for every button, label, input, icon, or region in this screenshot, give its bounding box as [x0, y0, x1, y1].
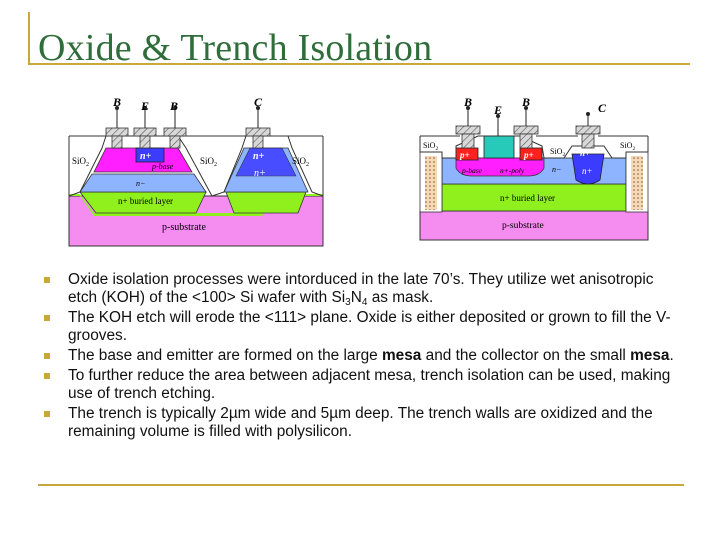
bullet-text: N [350, 289, 362, 306]
label-p-base: p-base [461, 166, 483, 175]
footer-divider [38, 484, 684, 486]
label-buried-layer: n+ buried layer [500, 193, 555, 203]
bullet-text: The trench is typically 2µm wide and 5µm… [68, 405, 653, 440]
terminal-label-collector: C [598, 101, 607, 115]
trench-isolation-diagram: B E B C SiO2 SiO2 SiO2 p+ p+ p-base n+-p… [419, 96, 649, 241]
label-collector-n: n+ [582, 166, 593, 176]
bullet-list: Oxide isolation processes were intorduce… [42, 271, 682, 443]
n-plus-poly-emitter [483, 135, 515, 159]
bullet-text: and the collector on the small [421, 347, 631, 364]
bullet-item: Oxide isolation processes were intorduce… [42, 271, 682, 308]
bold-term: mesa [630, 347, 670, 364]
bold-term: mesa [381, 347, 422, 364]
title-accent-bar [28, 12, 30, 64]
bullet-text: To further reduce the area between adjac… [68, 367, 671, 402]
label-sio2-mid: SiO2 [550, 147, 565, 158]
bullet-text: The KOH etch will erode the <111> plane.… [68, 309, 671, 344]
contact-base-left [455, 106, 481, 149]
collector-n-plus [235, 147, 297, 177]
terminal-label-emitter: E [493, 103, 502, 117]
label-sio2-left: SiO2 [72, 156, 89, 168]
label-substrate: p-substrate [502, 221, 544, 231]
trench-left-poly [425, 156, 437, 210]
label-sio2-right: SiO2 [620, 141, 635, 152]
bullet-text: Oxide isolation processes were intorduce… [68, 271, 654, 306]
terminal-label-collector: C [254, 96, 263, 109]
terminal-label-base-right: B [169, 99, 178, 113]
buried-layer-region [441, 183, 627, 212]
bullet-square-icon [44, 353, 50, 359]
buried-layer-left [69, 194, 323, 216]
bullet-text: . [669, 347, 674, 364]
oxide-outline [419, 135, 649, 159]
contact-collector [575, 112, 601, 149]
bullet-square-icon [44, 277, 50, 283]
slide-title: Oxide & Trench Isolation [38, 27, 433, 69]
bullet-item: The base and emitter are formed on the l… [42, 347, 682, 365]
label-p-plus-right: p+ [523, 150, 534, 160]
collector-n-plus [571, 153, 605, 185]
label-emitter-n-plus: n+ [140, 151, 152, 162]
label-sio2-right: SiO2 [292, 156, 309, 168]
bullet-square-icon [44, 411, 50, 417]
contact-emitter [496, 114, 500, 136]
n-minus-left-mesa [79, 173, 207, 193]
subscript: 4 [361, 297, 368, 308]
contact-base-right [163, 106, 187, 149]
terminal-label-base-left: B [463, 96, 472, 109]
label-p-base: p-base [151, 162, 174, 171]
bullet-text: as mask. [367, 289, 434, 306]
label-p-plus-left: p+ [459, 150, 470, 160]
label-sio2-mid: SiO2 [200, 156, 217, 168]
label-collector-contact: n+ [253, 151, 265, 162]
label-collector-contact: n+ [580, 148, 590, 158]
trench-right-poly [631, 156, 643, 210]
terminal-label-base-left: B [112, 96, 121, 109]
contact-base-right [513, 106, 539, 149]
label-sio2-left: SiO2 [423, 141, 438, 152]
label-collector-n: n+ [254, 168, 266, 179]
label-n-minus: n− [552, 165, 561, 174]
terminal-label-emitter: E [140, 99, 149, 113]
buried-layer-right [225, 191, 307, 214]
label-n-minus: n− [136, 179, 145, 188]
label-substrate: p-substrate [162, 222, 206, 233]
substrate-region [419, 210, 649, 241]
oxide-isolation-diagram: B E B C SiO2 SiO2 SiO2 n+ p-base n− n+ n… [68, 96, 324, 247]
bullet-square-icon [44, 315, 50, 321]
bullet-item: To further reduce the area between adjac… [42, 367, 682, 403]
terminal-label-base-right: B [521, 96, 530, 109]
bullet-item: The trench is typically 2µm wide and 5µm… [42, 405, 682, 441]
oxide-outline [68, 135, 324, 197]
contact-collector [245, 106, 271, 149]
bullet-text: The base and emitter are formed on the l… [68, 347, 382, 364]
bullet-item: The KOH etch will erode the <111> plane.… [42, 309, 682, 345]
contact-base-left [105, 106, 129, 149]
subscript: 3 [345, 297, 351, 308]
title-divider [28, 63, 690, 65]
bullet-square-icon [44, 373, 50, 379]
label-buried-layer: n+ buried layer [118, 196, 173, 206]
p-base-region [455, 157, 545, 177]
label-n-plus-poly: n+-poly [500, 166, 525, 175]
contact-emitter [133, 106, 157, 149]
